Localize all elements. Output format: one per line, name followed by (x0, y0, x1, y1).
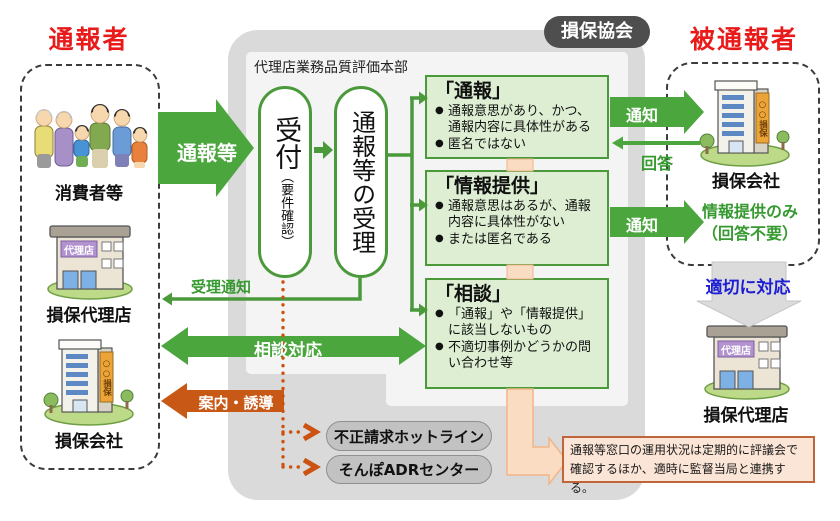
reception-pill: 受付（要件確認） (258, 86, 312, 278)
agency-building-icon-right (704, 325, 790, 400)
agency-sign-right: 代理店 (721, 345, 751, 357)
acceptance-notice-label: 受理通知 (191, 278, 252, 296)
company-sign-left: ○○損保 (101, 358, 112, 396)
company-building-icon-left (43, 339, 134, 426)
category-info-bullet1: 通報意思はあるが、通報内容に具体性がない (435, 199, 602, 232)
notice-mid-label: 通知 (625, 216, 658, 235)
girl-figure (131, 127, 148, 168)
hotline-label: 不正請求ホットライン (333, 427, 484, 446)
category-info-title: 「情報提供」 (435, 175, 550, 197)
acceptance-pill: 通報等の受理 (334, 86, 388, 278)
acceptance-notice-arrowhead (162, 292, 172, 306)
reported-title: 被通報者 (689, 25, 798, 54)
reception-main-text: 受付 (270, 116, 302, 170)
company-building-icon-right (699, 80, 790, 167)
category-report-bullet2: 匿名ではない (435, 137, 602, 153)
operation-note-text: 通報等窓口の運用状況は定期的に評議会で確認するほか、適時に監督当局と連携する。 (570, 443, 799, 496)
operation-note-box: 通報等窓口の運用状況は定期的に評議会で確認するほか、適時に監督当局と連携する。 (562, 436, 815, 495)
mother-figure (112, 109, 132, 167)
agency-sign-left: 代理店 (64, 245, 94, 257)
reporter-title: 通報者 (48, 25, 130, 54)
category-consult-bullet2: 不適切事例かどうかの問い合わせ等 (435, 340, 602, 373)
reception-pill-text: 受付（要件確認） (270, 116, 302, 248)
category-consult-title: 「相談」 (435, 283, 512, 305)
category-box-info: 「情報提供」 通報意思はあるが、通報内容に具体性がない または匿名である (425, 170, 609, 266)
appropriate-action-label: 適切に対応 (705, 278, 791, 298)
info-only-line2: （回答不要） (701, 224, 798, 243)
company-sign-right: ○○損保 (757, 99, 768, 137)
boy-figure (73, 125, 90, 167)
reply-label: 回答 (641, 154, 674, 173)
guidance-label: 案内・誘導 (198, 394, 274, 412)
hotline-pill: 不正請求ホットライン (326, 421, 492, 451)
reception-sub-text: （要件確認） (278, 170, 294, 248)
consumers-family-icon (34, 104, 148, 168)
grandmother-figure (54, 111, 74, 167)
company-label-right: 損保会社 (712, 172, 780, 192)
category-box-report: 「通報」 通報意思があり、かつ、通報内容に具体性がある 匿名ではない (425, 75, 609, 159)
category-info-bullet2: または匿名である (435, 232, 602, 248)
agency-label-right: 損保代理店 (703, 406, 789, 426)
consultation-response-label: 相談対応 (254, 341, 322, 361)
consumers-label: 消費者等 (55, 184, 123, 204)
category-report-title: 「通報」 (435, 80, 512, 102)
acceptance-pill-text: 通報等の受理 (347, 110, 376, 254)
father-figure (89, 104, 111, 168)
notice-top-label: 通知 (625, 106, 658, 125)
report-etc-label: 通報等 (177, 141, 237, 165)
category-box-consult: 「相談」 「通報」や「情報提供」に該当しないもの 不適切事例かどうかの問い合わせ… (425, 278, 609, 389)
company-label-left: 損保会社 (55, 432, 123, 452)
agency-label-left: 損保代理店 (46, 306, 132, 326)
category-consult-bullet1: 「通報」や「情報提供」に該当しないもの (435, 307, 602, 340)
adr-center-label: そんぽADRセンター (338, 461, 480, 479)
grandfather-figure (34, 109, 54, 168)
agency-building-icon-left (47, 225, 133, 300)
info-only-line1: 情報提供のみ (701, 202, 798, 221)
adr-center-pill: そんぽADRセンター (326, 455, 492, 484)
division-label: 代理店業務品質評価本部 (254, 60, 408, 76)
association-badge: 損保協会 (544, 16, 650, 48)
category-report-bullet1: 通報意思があり、かつ、通報内容に具体性がある (435, 104, 602, 137)
